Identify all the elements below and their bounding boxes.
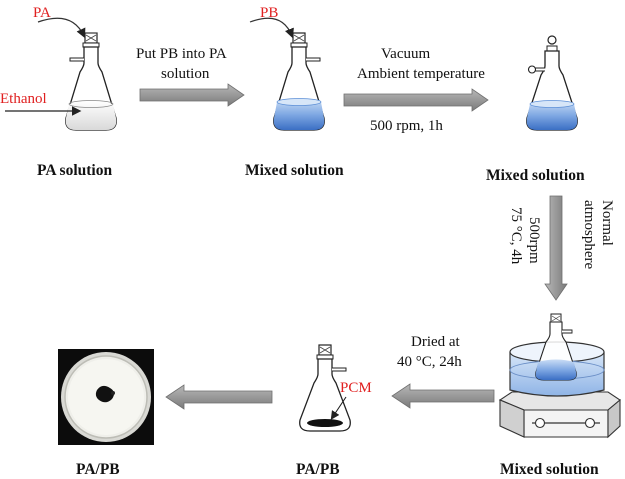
step4-line2: 40 °C, 24h	[397, 354, 462, 370]
pb-input-arrow	[249, 17, 294, 39]
step1-line1: Put PB into PA	[136, 46, 227, 62]
stage-label-pa-pb-1: PA/PB	[296, 461, 340, 478]
flask-mixed-solution-2: Mixed solution	[486, 35, 585, 184]
petri-dish-photo-icon	[58, 349, 154, 445]
step3-line2: atmosphere	[581, 200, 597, 269]
hot-plate-stirrer-icon	[498, 313, 621, 439]
flask-mixed-solution-1: PB Mixed solution	[245, 5, 344, 179]
stage-label-mixed-solution-1: Mixed solution	[245, 162, 344, 179]
stage-label-mixed-solution-2: Mixed solution	[486, 167, 585, 184]
process-arrow-4: Dried at 40 °C, 24h	[391, 334, 495, 409]
stirrer-setup: Mixed solution	[498, 313, 621, 478]
step1-line2: solution	[161, 66, 210, 82]
erlenmeyer-flask-icon	[273, 32, 325, 131]
flask-pa-solution: PA Ethanol PA solution	[0, 5, 117, 179]
step4-line1: Dried at	[411, 334, 461, 350]
stage-label-mixed-solution-3: Mixed solution	[500, 461, 599, 478]
step3-line3: 500rpm	[526, 217, 542, 264]
stage-label-pa-pb-2: PA/PB	[76, 461, 120, 478]
label-pb: PB	[260, 5, 278, 21]
process-arrow-5	[165, 384, 273, 410]
flask-pa-pb-dried: PCM PA/PB	[296, 344, 372, 478]
step3-line1: Normal	[599, 200, 615, 246]
pcm-pointer-arrow	[330, 396, 347, 420]
stage-label-pa-solution: PA solution	[37, 162, 112, 179]
step2-line2: Ambient temperature	[357, 66, 485, 82]
step2-line1: Vacuum	[381, 46, 430, 62]
label-pa: PA	[33, 5, 51, 21]
process-arrow-3: Normal atmosphere 500rpm 75 °C, 4h	[508, 195, 615, 301]
step2-line3: 500 rpm, 1h	[370, 118, 443, 134]
label-pcm: PCM	[340, 380, 372, 396]
pcm-residue	[307, 419, 343, 427]
step3-line4: 75 °C, 4h	[508, 207, 524, 265]
erlenmeyer-flask-icon	[526, 35, 578, 131]
pa-input-arrow	[37, 17, 86, 39]
process-arrow-1: Put PB into PA solution	[136, 46, 245, 107]
process-arrow-2: Vacuum Ambient temperature 500 rpm, 1h	[343, 46, 489, 134]
petri-dish-photo: PA/PB	[58, 349, 154, 478]
label-ethanol: Ethanol	[0, 91, 47, 107]
erlenmeyer-flask-icon	[65, 32, 117, 131]
